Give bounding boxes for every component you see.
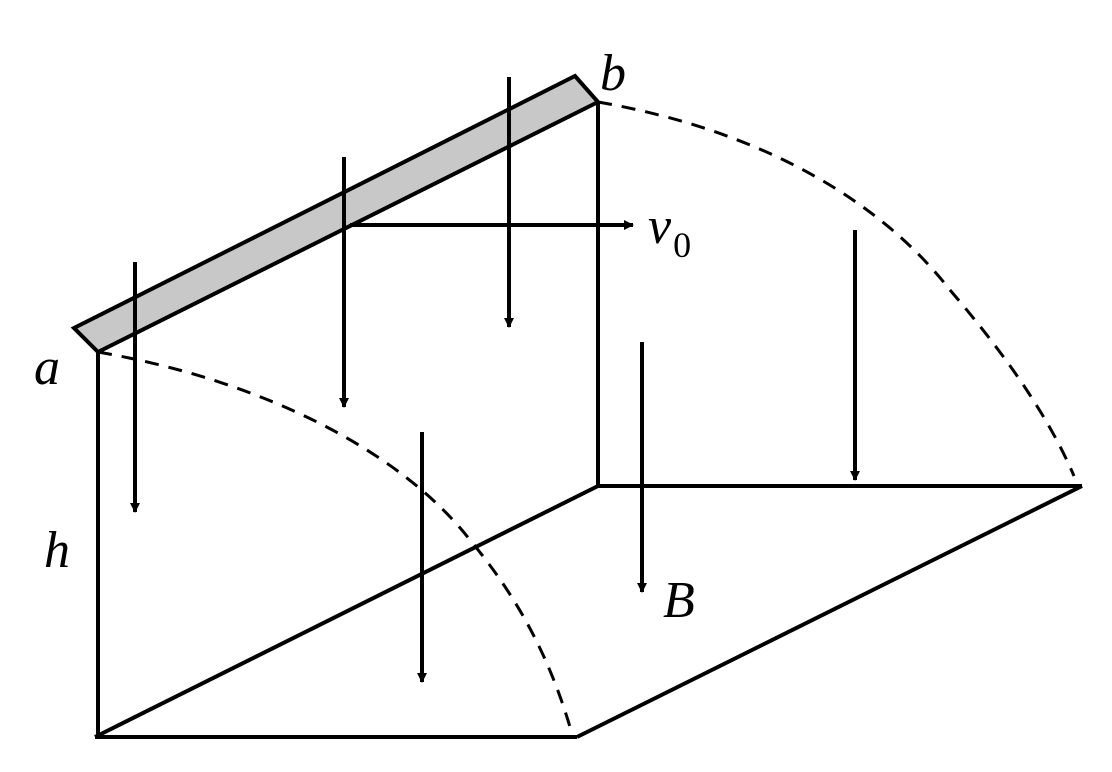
frame (94, 102, 1083, 739)
label-b: b (600, 45, 626, 102)
trajectory-b (597, 100, 1076, 477)
trajectory-a (97, 350, 572, 728)
label-B: B (663, 572, 695, 629)
label-v0-sub: 0 (673, 225, 691, 265)
trajectories (97, 100, 1076, 728)
edge-bottom-left-diagonal (94, 484, 599, 739)
magnetic-field-arrows (130, 77, 860, 683)
edge-bottom-right-diagonal (576, 484, 1083, 739)
label-v0-base: v (648, 198, 672, 255)
label-v0: v0 (648, 198, 691, 265)
rod-ab (70, 73, 602, 355)
label-a: a (34, 339, 60, 396)
label-h: h (44, 522, 70, 579)
